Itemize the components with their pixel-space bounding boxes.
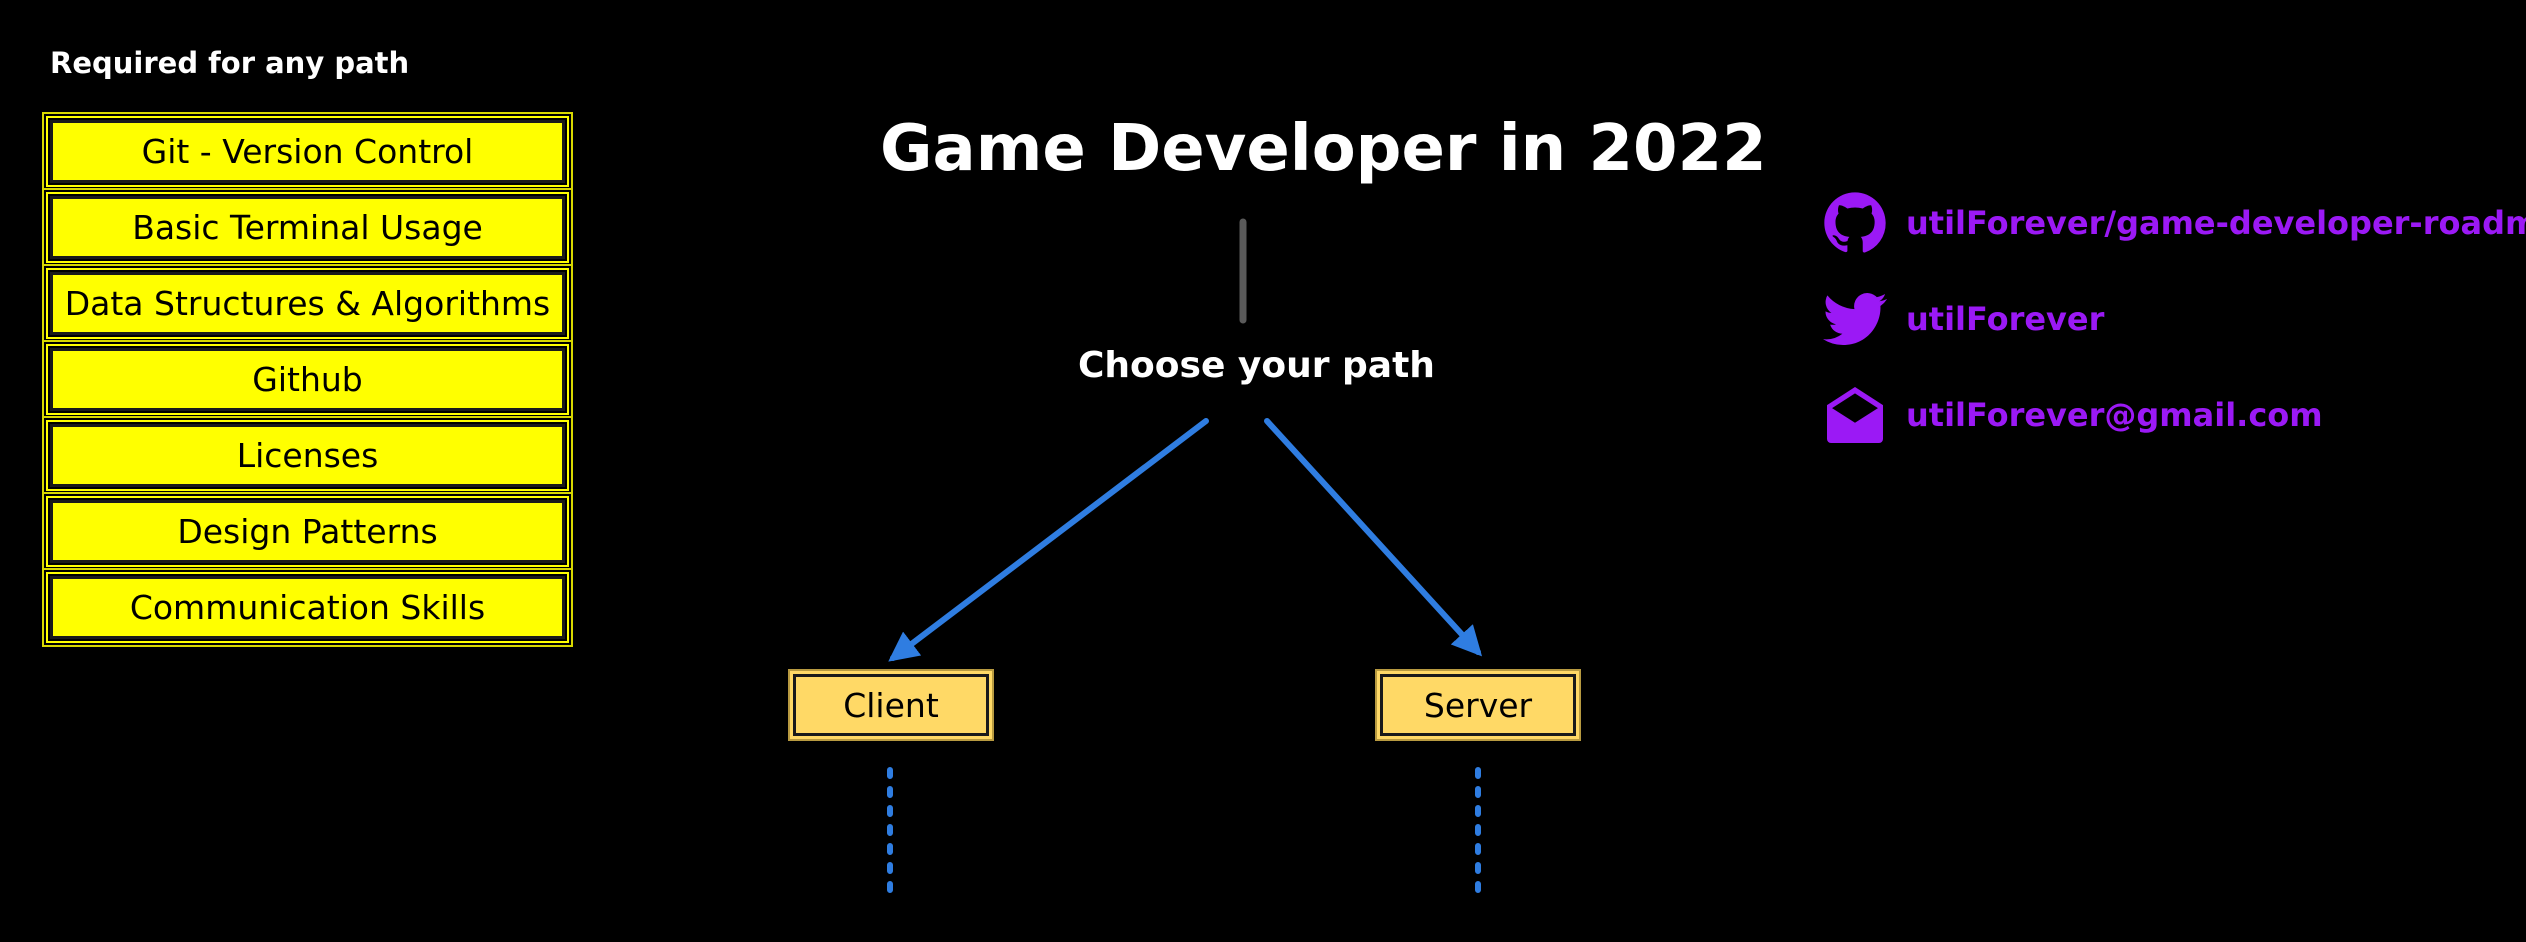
path-node-server[interactable]: Server: [1380, 674, 1576, 736]
required-item-communication[interactable]: Communication Skills: [46, 572, 569, 643]
path-node-client[interactable]: Client: [793, 674, 989, 736]
twitter-link-text: utilForever: [1906, 300, 2105, 338]
github-link-text: utilForever/game-developer-roadmap: [1906, 204, 2526, 242]
required-item-design-patterns[interactable]: Design Patterns: [46, 496, 569, 567]
arrow-to-client: [888, 418, 1209, 662]
required-item-github[interactable]: Github: [46, 344, 569, 415]
required-topics-list: Git - Version Control Basic Terminal Usa…: [46, 116, 569, 643]
email-link[interactable]: utilForever@gmail.com: [1822, 382, 2526, 448]
github-repo-link[interactable]: utilForever/game-developer-roadmap: [1822, 190, 2526, 256]
contact-links: utilForever/game-developer-roadmap utilF…: [1822, 190, 2526, 448]
mail-icon: [1822, 382, 1888, 448]
github-icon: [1822, 190, 1888, 256]
twitter-icon: [1822, 286, 1888, 352]
required-item-git[interactable]: Git - Version Control: [46, 116, 569, 187]
choose-path-label: Choose your path: [1078, 345, 1435, 386]
required-item-terminal[interactable]: Basic Terminal Usage: [46, 192, 569, 263]
twitter-link[interactable]: utilForever: [1822, 286, 2526, 352]
required-heading: Required for any path: [50, 46, 410, 80]
arrow-to-server: [1264, 418, 1483, 657]
email-link-text: utilForever@gmail.com: [1906, 396, 2323, 434]
roadmap-title: Game Developer in 2022: [880, 112, 1767, 186]
required-item-data-structures[interactable]: Data Structures & Algorithms: [46, 268, 569, 339]
required-item-licenses[interactable]: Licenses: [46, 420, 569, 491]
